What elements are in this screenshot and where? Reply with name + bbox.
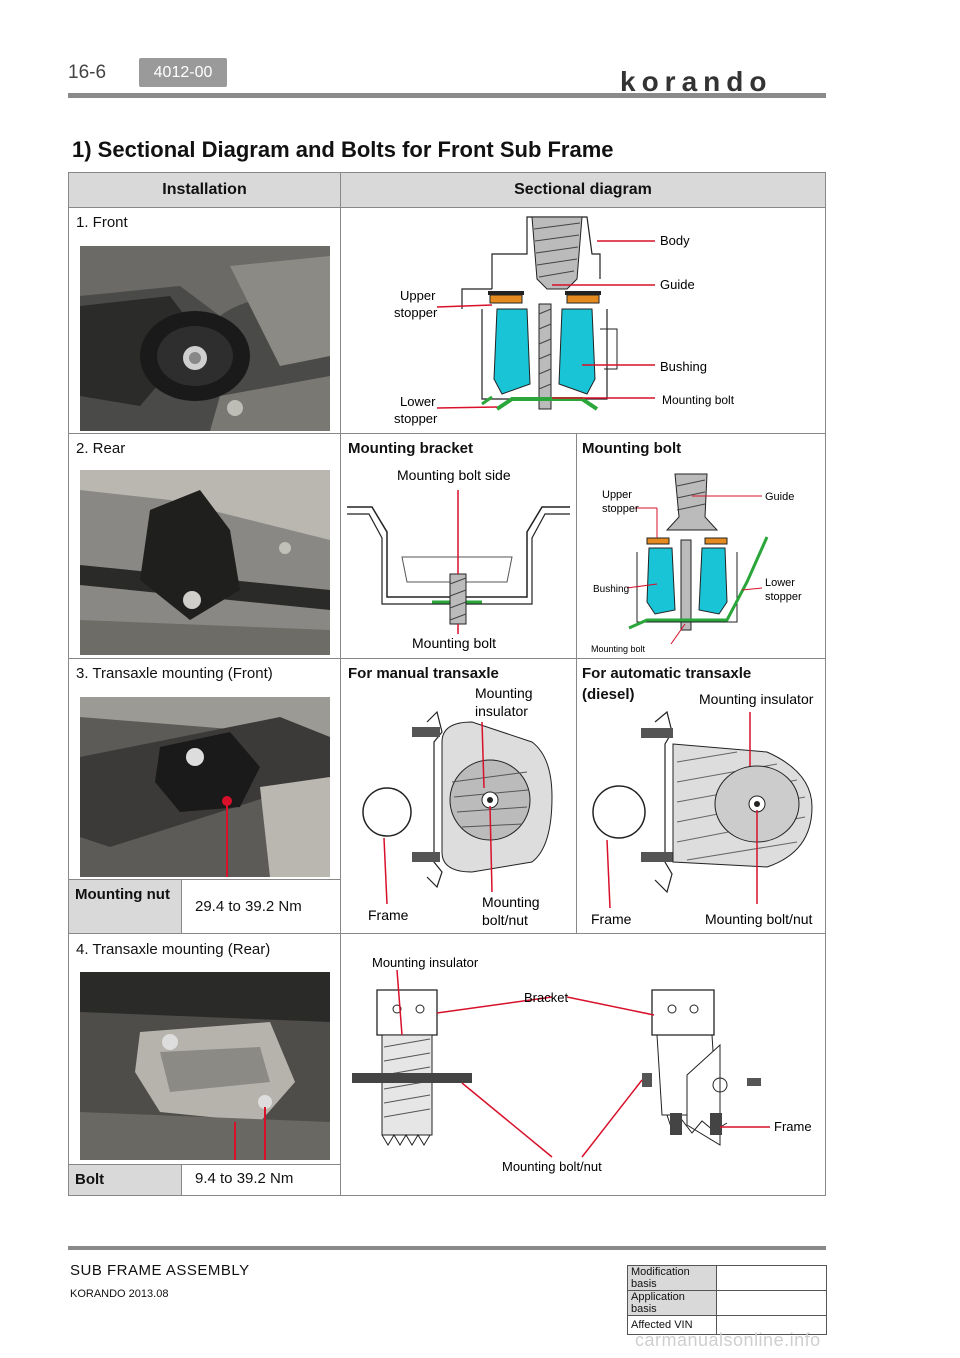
header-divider — [68, 93, 826, 98]
rear-bolt-diagram: Upper stopper Guide Bushing Lower stoppe… — [577, 462, 825, 657]
affected-vin-label: Affected VIN — [627, 1315, 717, 1335]
rear-mount-photo — [80, 470, 330, 655]
label-mounting-bolt-nut: Mounting — [482, 894, 540, 910]
label-mounting-bolt: Mounting bolt — [412, 635, 496, 651]
row-divider — [69, 433, 826, 434]
label-mounting-bolt: Mounting bolt — [662, 393, 735, 407]
manual-transaxle-diagram: Mounting insulator Frame Mounting bolt/n… — [342, 682, 575, 932]
label-mounting-insulator: Mounting insulator — [372, 955, 479, 970]
label-mounting-bolt-nut: bolt/nut — [482, 912, 528, 928]
label-lower-stopper: Lower — [400, 394, 436, 409]
auto-transaxle-heading: For automatic transaxle — [582, 665, 752, 682]
label-lower-stopper: Lower — [765, 577, 795, 589]
front-sectional-diagram: Body Guide Upper stopper Bushing Lower s… — [342, 209, 825, 432]
rear-bracket-diagram: Mounting bolt side Mounting bolt — [342, 462, 575, 657]
row-divider — [69, 658, 826, 659]
label-mounting-insulator: Mounting insulator — [699, 691, 814, 707]
footer-section-title: SUB FRAME ASSEMBLY — [70, 1262, 250, 1279]
label-mounting-insulator: insulator — [475, 703, 528, 719]
sub-frame-table — [68, 172, 826, 1196]
label-lower-stopper: stopper — [765, 591, 802, 603]
spec-divider — [69, 1164, 340, 1165]
brand-logo: korando — [620, 66, 773, 97]
transaxle-rear-diagram: Mounting insulator Bracket Frame Mountin… — [342, 935, 825, 1193]
modification-basis-value — [716, 1265, 827, 1291]
label-upper-stopper: Upper — [400, 288, 436, 303]
label-frame: Frame — [591, 911, 632, 927]
affected-vin-value — [716, 1315, 827, 1335]
label-mounting-insulator: Mounting — [475, 685, 533, 701]
label-mounting-bolt: Mounting bolt — [591, 644, 646, 654]
watermark: carmanualsonline.info — [635, 1330, 821, 1350]
spec-divider-vertical — [181, 1165, 182, 1195]
spec-value-mounting-nut: 29.4 to 39.2 Nm — [195, 898, 302, 915]
label-body: Body — [660, 233, 690, 248]
row-label-front: 1. Front — [76, 214, 128, 231]
label-upper-stopper: stopper — [602, 503, 639, 515]
auto-transaxle-heading-sub: (diesel) — [582, 686, 635, 703]
front-mount-photo — [80, 246, 330, 431]
application-basis-value — [716, 1290, 827, 1316]
section-code-badge: 4012-00 — [139, 58, 227, 87]
transaxle-front-photo — [80, 697, 330, 877]
label-mounting-bolt-side: Mounting bolt side — [397, 467, 511, 483]
spec-divider — [69, 879, 340, 880]
spec-divider-vertical — [181, 880, 182, 933]
basis-table: Modification basis Application basis Aff… — [627, 1265, 827, 1335]
column-divider — [340, 173, 341, 1195]
application-basis-label: Application basis — [627, 1290, 717, 1316]
label-frame: Frame — [774, 1119, 812, 1134]
page-title: 1) Sectional Diagram and Bolts for Front… — [72, 137, 614, 162]
transaxle-rear-photo — [80, 972, 330, 1160]
row-label-transaxle-front: 3. Transaxle mounting (Front) — [76, 665, 273, 682]
label-guide: Guide — [765, 491, 794, 503]
spec-label-bolt: Bolt — [69, 1165, 181, 1195]
label-bushing: Bushing — [660, 359, 707, 374]
modification-basis-label: Modification basis — [627, 1265, 717, 1291]
label-lower-stopper: stopper — [394, 411, 438, 426]
row-divider — [69, 933, 826, 934]
label-bracket: Bracket — [524, 990, 568, 1005]
label-frame: Frame — [368, 907, 409, 923]
mounting-bracket-heading: Mounting bracket — [348, 440, 474, 457]
spec-value-bolt: 9.4 to 39.2 Nm — [195, 1170, 294, 1187]
column-header-sectional: Sectional diagram — [341, 173, 825, 208]
page-number: 16-6 — [68, 62, 107, 83]
mounting-bolt-heading: Mounting bolt — [582, 440, 682, 457]
label-guide: Guide — [660, 277, 695, 292]
row-label-transaxle-rear: 4. Transaxle mounting (Rear) — [76, 941, 271, 958]
spec-label-mounting-nut: Mounting nut — [69, 880, 181, 933]
footer-model: KORANDO 2013.08 — [70, 1288, 169, 1300]
footer-divider — [68, 1246, 826, 1250]
label-upper-stopper: Upper — [602, 489, 632, 501]
label-upper-stopper: stopper — [394, 305, 438, 320]
auto-transaxle-diagram: Mounting insulator Frame Mounting bolt/n… — [577, 682, 825, 932]
label-bushing: Bushing — [593, 584, 629, 595]
label-mounting-bolt-nut: Mounting bolt/nut — [502, 1159, 602, 1174]
manual-transaxle-heading: For manual transaxle — [348, 665, 499, 682]
column-header-installation: Installation — [69, 173, 340, 208]
sub-column-divider — [576, 433, 577, 933]
row-label-rear: 2. Rear — [76, 440, 126, 457]
label-mounting-bolt-nut: Mounting bolt/nut — [705, 911, 813, 927]
